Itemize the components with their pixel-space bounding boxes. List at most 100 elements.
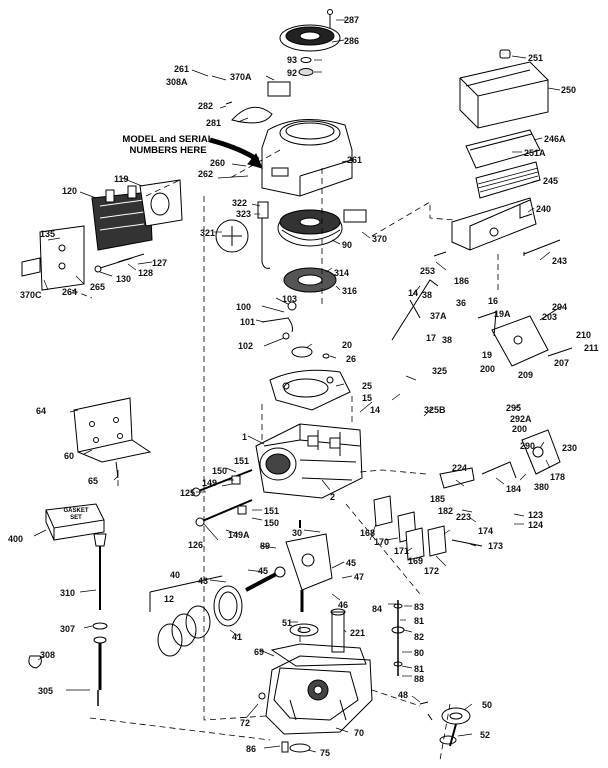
model-serial-note-line1: MODEL and SERIAL xyxy=(122,134,214,145)
part-label: 380 xyxy=(534,482,550,492)
part-label: 101 xyxy=(240,317,256,327)
part-label: 310 xyxy=(60,588,76,598)
part-label: 36 xyxy=(456,298,467,308)
part-label: 52 xyxy=(480,730,491,740)
part-label: 149 xyxy=(202,478,218,488)
grass-screen xyxy=(279,24,341,52)
part-label: 72 xyxy=(240,718,251,728)
part-label: 80 xyxy=(414,648,425,658)
part-label: 245 xyxy=(543,176,559,186)
part-label: 130 xyxy=(116,274,132,284)
gasket-set-line2: SET xyxy=(70,515,82,521)
alternator xyxy=(283,267,337,293)
part-label: 88 xyxy=(414,674,425,684)
part-label: 261 xyxy=(174,64,190,74)
part-label: 182 xyxy=(438,506,454,516)
part-label: 25 xyxy=(362,381,373,391)
part-label: 308 xyxy=(40,650,56,660)
air-cleaner-base xyxy=(451,197,537,251)
part-label: 43 xyxy=(198,576,209,586)
speed-control-plate xyxy=(477,311,549,367)
part-label: 1 xyxy=(242,432,248,442)
part-label: 26 xyxy=(346,354,357,364)
part-label: 125 xyxy=(180,488,196,498)
flywheel xyxy=(277,209,343,247)
part-label: 178 xyxy=(550,472,566,482)
part-label: 126 xyxy=(188,540,204,550)
part-label: 370A xyxy=(230,72,252,82)
part-label: 20 xyxy=(342,340,353,350)
part-label: 171 xyxy=(394,546,410,556)
part-label: 325 xyxy=(432,366,448,376)
part-label: 38 xyxy=(442,335,453,345)
part-label: 321 xyxy=(200,228,216,238)
part-label: 19A xyxy=(494,309,511,319)
part-label: 2 xyxy=(330,492,336,502)
part-label: 90 xyxy=(342,240,353,250)
part-label: 12 xyxy=(164,594,175,604)
part-label: 370 xyxy=(372,234,388,244)
part-label: 260 xyxy=(210,158,226,168)
part-label: 314 xyxy=(334,268,350,278)
part-label: 93 xyxy=(287,55,298,65)
part-label: 38 xyxy=(422,290,433,300)
part-label: 240 xyxy=(536,204,552,214)
part-label: 223 xyxy=(456,512,472,522)
part-label: 174 xyxy=(478,526,494,536)
part-label: 186 xyxy=(454,276,470,286)
part-label: 135 xyxy=(40,229,56,239)
part-label: 151 xyxy=(234,456,250,466)
part-label: 253 xyxy=(420,266,436,276)
part-label: 84 xyxy=(372,604,383,614)
part-label: 173 xyxy=(488,541,504,551)
part-label: 230 xyxy=(562,443,578,453)
part-label: 65 xyxy=(88,476,99,486)
part-label: 185 xyxy=(430,494,446,504)
part-label: 82 xyxy=(414,632,425,642)
part-label: 246A xyxy=(544,134,566,144)
part-label: 100 xyxy=(236,302,252,312)
part-label: 81 xyxy=(414,616,425,626)
part-label: 16 xyxy=(488,296,499,306)
air-cleaner-cover xyxy=(459,61,549,129)
part-label: 200 xyxy=(480,364,496,374)
part-label: 325B xyxy=(424,405,446,415)
part-label: 51 xyxy=(282,618,293,628)
part-label: 203 xyxy=(542,312,558,322)
part-label: 282 xyxy=(198,101,214,111)
part-label: 123 xyxy=(528,510,544,520)
part-label: 316 xyxy=(342,286,358,296)
part-label: 400 xyxy=(8,534,24,544)
part-label: 128 xyxy=(138,268,154,278)
part-label: 151 xyxy=(264,506,280,516)
part-label: 19 xyxy=(482,350,493,360)
part-label: 14 xyxy=(370,405,381,415)
part-label: 83 xyxy=(414,602,425,612)
model-serial-note: MODEL and SERIAL NUMBERS HERE xyxy=(113,134,223,156)
part-label: 150 xyxy=(264,518,280,528)
part-label: 261 xyxy=(347,155,363,165)
cylinder-block xyxy=(255,423,363,499)
part-label: 15 xyxy=(362,393,373,403)
crankcase-base xyxy=(265,655,373,735)
part-label: 70 xyxy=(354,728,365,738)
part-label: 41 xyxy=(232,632,243,642)
part-label: 200 xyxy=(512,424,528,434)
cylinder-head xyxy=(269,369,351,411)
part-label: 48 xyxy=(398,690,409,700)
part-label: 286 xyxy=(344,36,360,46)
engine-bracket xyxy=(73,397,152,463)
part-label: 243 xyxy=(552,256,568,266)
part-label: 102 xyxy=(238,341,254,351)
filter-cartridge xyxy=(475,161,541,199)
part-label: 184 xyxy=(506,484,522,494)
part-label: 292A xyxy=(510,414,532,424)
part-label: 120 xyxy=(62,186,78,196)
part-label: 50 xyxy=(482,700,493,710)
part-label: 210 xyxy=(576,330,592,340)
breather xyxy=(373,495,447,561)
part-label: 149A xyxy=(228,530,250,540)
part-label: 81 xyxy=(414,664,425,674)
part-label: 250 xyxy=(561,85,577,95)
